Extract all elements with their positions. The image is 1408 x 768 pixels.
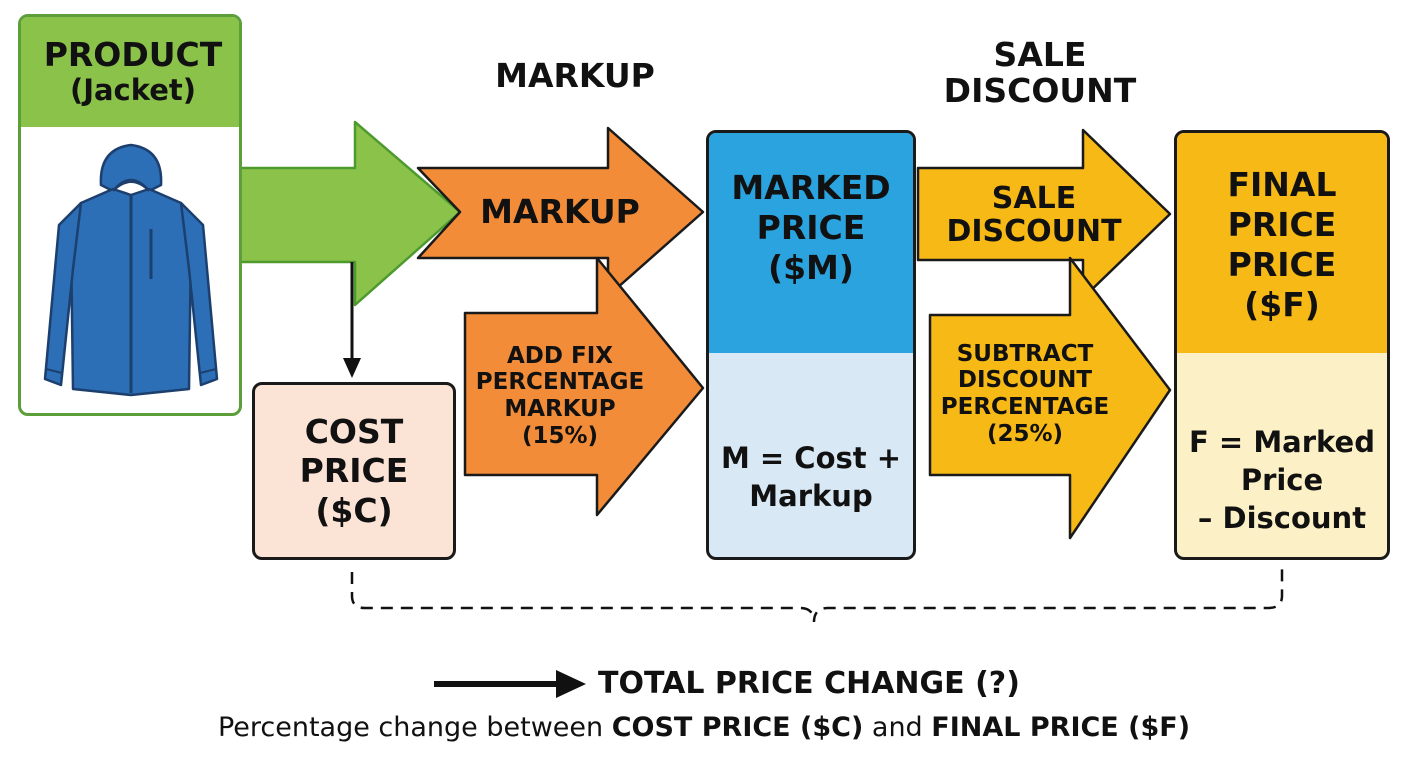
summary-cost-bold: COST PRICE ($C) xyxy=(611,712,864,743)
summary-middle: and xyxy=(863,712,932,743)
sale-discount-arrow xyxy=(916,128,1172,300)
cost-price-label: COST PRICE ($C) xyxy=(299,411,409,530)
summary-prefix: Percentage change between xyxy=(217,712,612,743)
marked-price-box: MARKED PRICE ($M) M = Cost + Markup xyxy=(706,130,916,560)
summary-final-bold: FINAL PRICE ($F) xyxy=(931,712,1191,743)
discount-detail-label: SUBTRACT DISCOUNT PERCENTAGE (25%) xyxy=(940,340,1110,447)
final-price-formula: F = Marked Price – Discount xyxy=(1189,425,1375,535)
marked-price-formula: M = Cost + Markup xyxy=(720,441,902,513)
sale-discount-heading-line-2: DISCOUNT xyxy=(943,71,1137,110)
product-header xyxy=(21,17,239,127)
green-arrow xyxy=(236,120,462,307)
markup-arrow-label: MARKUP xyxy=(480,191,640,231)
summary-text: Percentage change between COST PRICE ($C… xyxy=(0,706,1408,750)
product-label: PRODUCT (Jacket) xyxy=(18,24,248,120)
sale-discount-heading: SALE DISCOUNT xyxy=(920,28,1160,118)
jacket-icon xyxy=(43,143,219,397)
final-price-title: FINAL PRICE PRICE ($F) xyxy=(1227,164,1337,325)
dashed-bracket xyxy=(350,568,1284,623)
markup-heading: MARKUP xyxy=(495,55,655,95)
markup-detail-label: ADD FIX PERCENTAGE MARKUP (15%) xyxy=(475,342,645,449)
discount-percent-arrow xyxy=(928,256,1172,540)
marked-price-title: MARKED PRICE ($M) xyxy=(731,167,891,288)
final-price-header xyxy=(1177,133,1387,353)
summary-arrowhead xyxy=(556,670,586,698)
summary-title: TOTAL PRICE CHANGE (?) xyxy=(598,666,1020,701)
sale-discount-arrow-label: SALE DISCOUNT xyxy=(946,181,1122,249)
product-subtitle: (Jacket) xyxy=(69,73,197,108)
sale-discount-heading-line-1: SALE xyxy=(993,35,1087,75)
marked-price-header xyxy=(709,133,913,353)
cost-connector-arrowhead xyxy=(343,358,361,378)
product-title: PRODUCT xyxy=(43,35,223,75)
markup-percent-arrow xyxy=(463,256,705,517)
final-price-box: FINAL PRICE PRICE ($F) F = Marked Price … xyxy=(1174,130,1390,560)
cost-price-box: COST PRICE ($C) xyxy=(252,382,456,560)
product-box xyxy=(18,14,242,416)
